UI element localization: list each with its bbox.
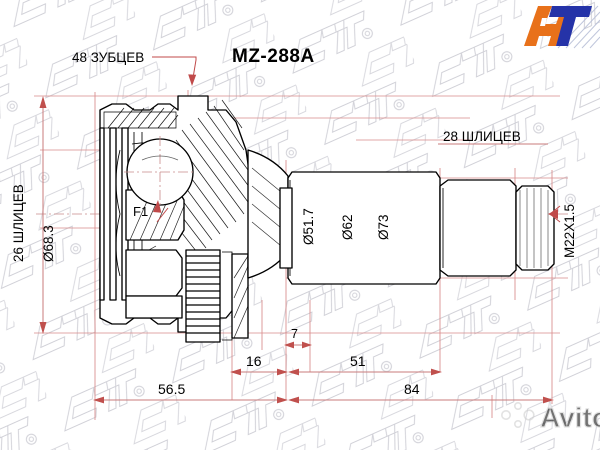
dimension-text-51: 51 [350, 353, 366, 369]
label-f1: F1 [133, 204, 148, 219]
dimension-56-5 [93, 396, 288, 404]
dimension-51 [288, 368, 442, 376]
abs-tone-ring-48-teeth [185, 249, 249, 343]
label-48-teeth: 48 ЗУБЦЕВ [72, 50, 144, 65]
dimension-text-56-5: 56.5 [158, 381, 185, 397]
dimension-text-7: 7 [291, 327, 298, 341]
leader-thread [548, 205, 561, 223]
at-brand-logo [524, 5, 600, 49]
label-28-splines: 28 ШЛИЦЕВ [443, 129, 521, 144]
dimension-inner-diameter [39, 96, 47, 334]
dimension-7 [284, 341, 312, 349]
logo-letter-t [549, 6, 592, 46]
dimension-text-16: 16 [246, 353, 262, 369]
dimension-text-84: 84 [404, 381, 420, 397]
dimension-84 [288, 290, 554, 404]
label-26-splines: 26 ШЛИЦЕВ [11, 184, 26, 262]
leader-48-teeth [152, 56, 197, 86]
avito-watermark: Avito [500, 401, 600, 434]
avito-watermark-text: Avito [540, 402, 600, 433]
dimension-16 [230, 368, 288, 376]
leader-f1 [153, 200, 169, 223]
threaded-shaft-end [439, 179, 555, 277]
label-thread-m22: M22X1.5 [562, 204, 577, 258]
part-number: MZ-288A [232, 46, 315, 67]
shaft-main-body [279, 171, 441, 285]
label-diameter-73: Ø73 [376, 214, 391, 240]
label-diameter-62: Ø62 [340, 214, 355, 240]
cv-joint-assembly [99, 95, 555, 343]
label-diameter-51-7: Ø51.7 [301, 208, 316, 245]
label-inner-diameter: Ø68.3 [41, 225, 56, 262]
joint-internal-section [99, 99, 251, 319]
